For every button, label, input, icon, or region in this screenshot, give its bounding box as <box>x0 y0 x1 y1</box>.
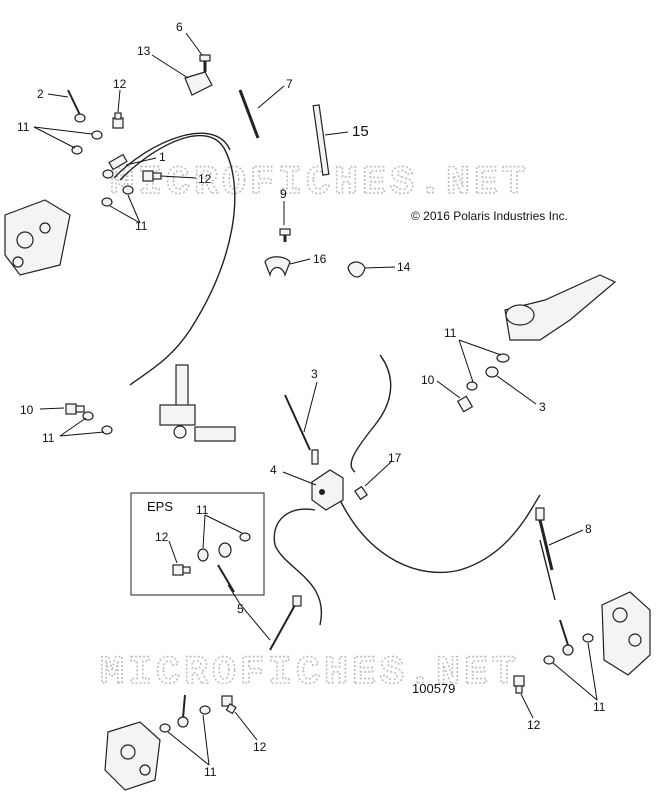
eps-bolt-12 <box>172 564 191 576</box>
eps-banjo-line <box>217 542 235 593</box>
banjo-bolt-12b <box>142 170 162 182</box>
banjo-bolt-12d <box>221 695 237 715</box>
callout-13: 13 <box>137 44 151 58</box>
washer-11d <box>122 185 134 195</box>
watermark-bottom: MICROFICHES.NET <box>100 651 520 696</box>
callout-labels: 6 13 7 15 2 12 11 1 12 11 9 16 14 11 10 … <box>17 20 606 779</box>
eps-washer-b <box>239 532 251 542</box>
diagram-number: 100579 <box>412 681 455 696</box>
cable-tie-7 <box>238 89 260 139</box>
callout-15: 15 <box>352 123 369 140</box>
eps-box-label: EPS <box>147 499 173 514</box>
callout-11f: 11 <box>593 700 606 714</box>
callout-12e: 12 <box>253 740 267 754</box>
rear-brake-line-upper <box>119 134 236 386</box>
callout-4: 4 <box>270 463 277 477</box>
clamp-16 <box>264 256 291 278</box>
eps-washer-a <box>197 548 209 562</box>
callout-14: 14 <box>397 260 411 274</box>
copyright-text: © 2016 Polaris Industries Inc. <box>411 209 568 223</box>
callout-11g: 11 <box>204 765 217 779</box>
screw-9 <box>279 228 291 242</box>
front-line-upper <box>350 354 392 473</box>
front-right-line <box>559 619 574 656</box>
callout-3a: 3 <box>311 367 318 381</box>
callout-11b: 11 <box>135 219 148 233</box>
callout-7: 7 <box>286 77 293 91</box>
leader-lines <box>33 32 598 766</box>
callout-8: 8 <box>585 522 592 536</box>
callout-12a: 12 <box>113 77 127 91</box>
front-line-right <box>339 494 541 574</box>
callout-11a: 11 <box>17 120 30 134</box>
washer-11i <box>582 633 594 643</box>
banjo-bolt-12c <box>513 675 525 694</box>
callout-12d: 12 <box>527 718 541 732</box>
brake-line-2 <box>67 89 86 123</box>
callout-3b: 3 <box>539 400 546 414</box>
front-left-caliper <box>104 721 161 791</box>
front-left-line <box>177 694 189 728</box>
callout-17: 17 <box>388 451 402 465</box>
washer-11j <box>543 655 555 665</box>
callout-10b: 10 <box>20 403 34 417</box>
brake-line-8 <box>535 507 554 571</box>
screw-6 <box>199 54 211 72</box>
banjo-fitting-1 <box>102 153 128 179</box>
cable-tie-15 <box>312 104 330 176</box>
brake-line-3 <box>284 394 319 465</box>
bolt-17 <box>354 485 368 501</box>
clamp-14 <box>347 261 366 278</box>
callout-2: 2 <box>37 87 44 101</box>
front-line-left <box>273 508 323 626</box>
washer-11f <box>466 381 478 391</box>
callout-6: 6 <box>176 20 183 34</box>
front-master-cylinder <box>504 274 617 341</box>
washer-11h <box>101 425 113 435</box>
callout-11d: 11 <box>42 431 55 445</box>
callout-11c: 11 <box>444 326 457 340</box>
washer-11c <box>101 197 113 207</box>
front-line-8 <box>539 539 556 601</box>
washer-11l <box>199 705 211 715</box>
rear-brake-line-outer <box>113 132 231 179</box>
banjo-bolt-10b <box>65 403 85 415</box>
callout-10a: 10 <box>421 373 435 387</box>
callout-11e: 11 <box>196 503 209 517</box>
banjo-3-end <box>485 366 499 378</box>
callout-12b: 12 <box>198 172 212 186</box>
brake-line-5 <box>269 595 302 651</box>
clip-13 <box>184 71 213 96</box>
callout-12c: 12 <box>155 530 169 544</box>
front-right-caliper <box>601 591 651 676</box>
washer-11a <box>91 130 103 140</box>
rear-master-cylinder <box>159 364 236 442</box>
callout-9: 9 <box>280 187 287 201</box>
callout-1: 1 <box>159 150 166 164</box>
washer-11k <box>159 723 171 733</box>
banjo-bolt-12a <box>112 112 124 129</box>
distribution-block-4 <box>311 469 344 511</box>
watermark-top: MICROFICHES.NET <box>110 161 530 206</box>
rear-left-caliper <box>4 199 71 276</box>
callout-16: 16 <box>313 252 327 266</box>
eps-box <box>130 492 265 596</box>
callout-5: 5 <box>237 602 244 616</box>
banjo-bolt-10a <box>456 395 474 413</box>
washer-11e <box>496 353 510 363</box>
